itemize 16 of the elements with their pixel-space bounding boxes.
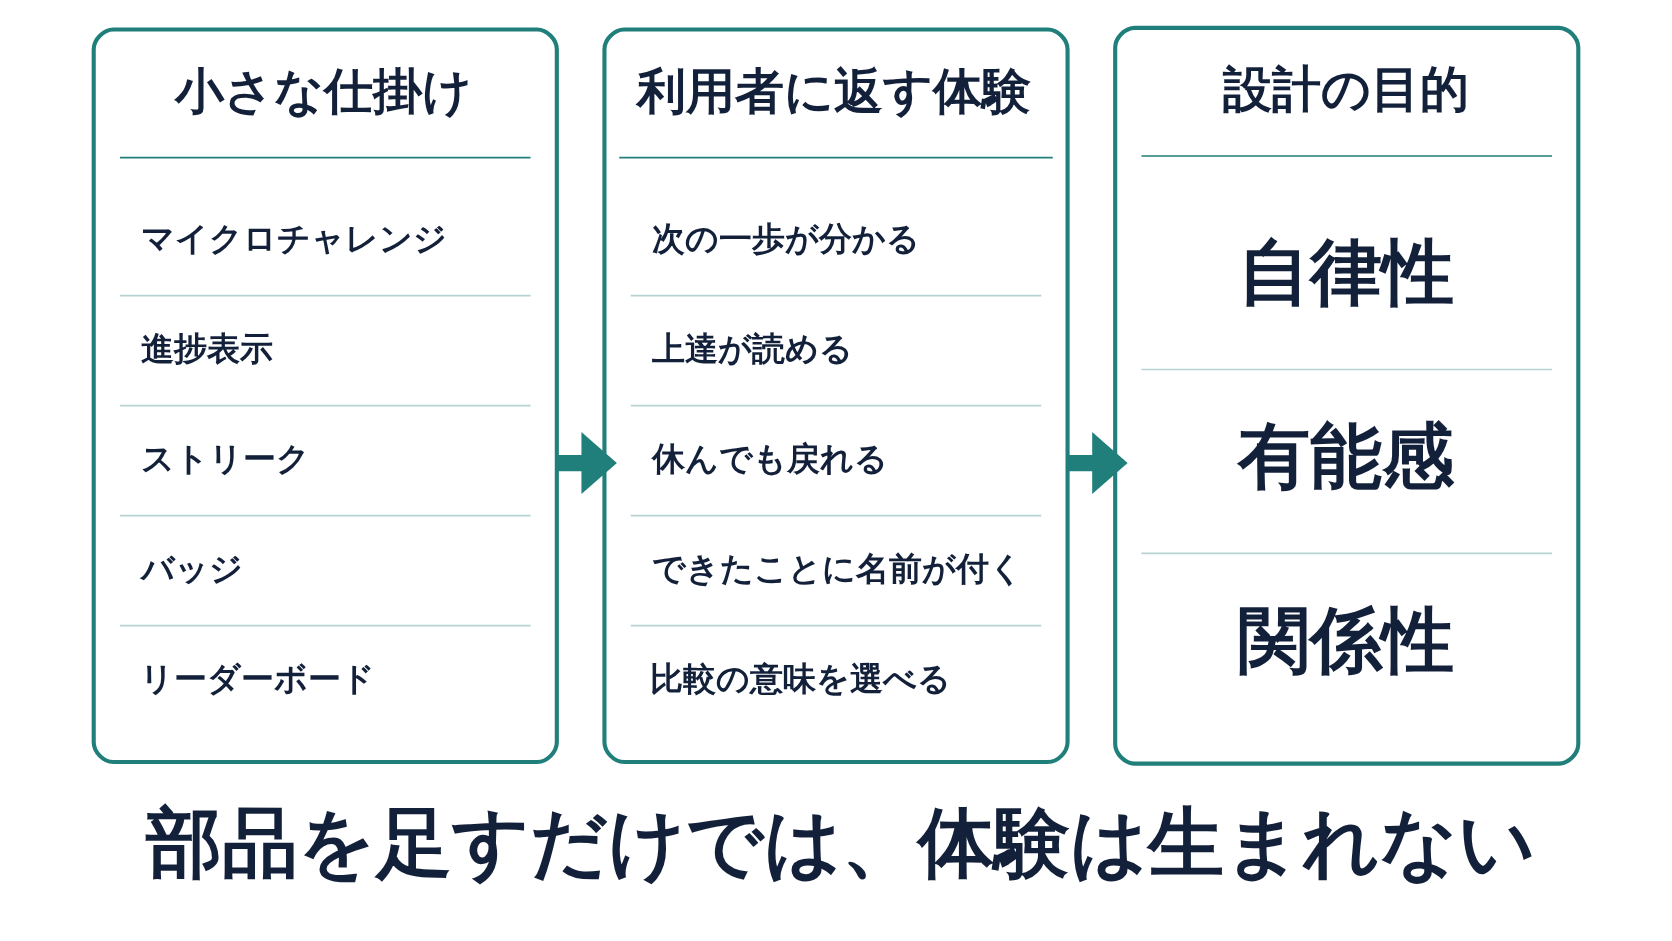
node-text: マイクロチャレンジ: [141, 219, 448, 258]
arrow: [1067, 432, 1128, 495]
node-text: 自律性: [1237, 229, 1454, 314]
caption: 部品を足すだけでは、体験は生まれない: [146, 799, 1537, 888]
node-text: 休んでも戻れる: [652, 439, 889, 478]
node-text: バッジ: [141, 549, 244, 588]
node-text: 上達が読める: [652, 329, 854, 368]
node-text: 比較の意味を選べる: [650, 659, 952, 698]
node-text: できたことに名前が付く: [652, 549, 1024, 588]
node-text: 関係性: [1237, 597, 1454, 682]
arrow: [556, 432, 617, 495]
node-text: 進捗表示: [141, 329, 274, 368]
node-text: ストリーク: [141, 439, 311, 478]
node-text: 次の一歩が分かる: [652, 219, 921, 258]
node-text: 有能感: [1237, 413, 1454, 498]
node-text: リーダーボード: [139, 659, 375, 698]
